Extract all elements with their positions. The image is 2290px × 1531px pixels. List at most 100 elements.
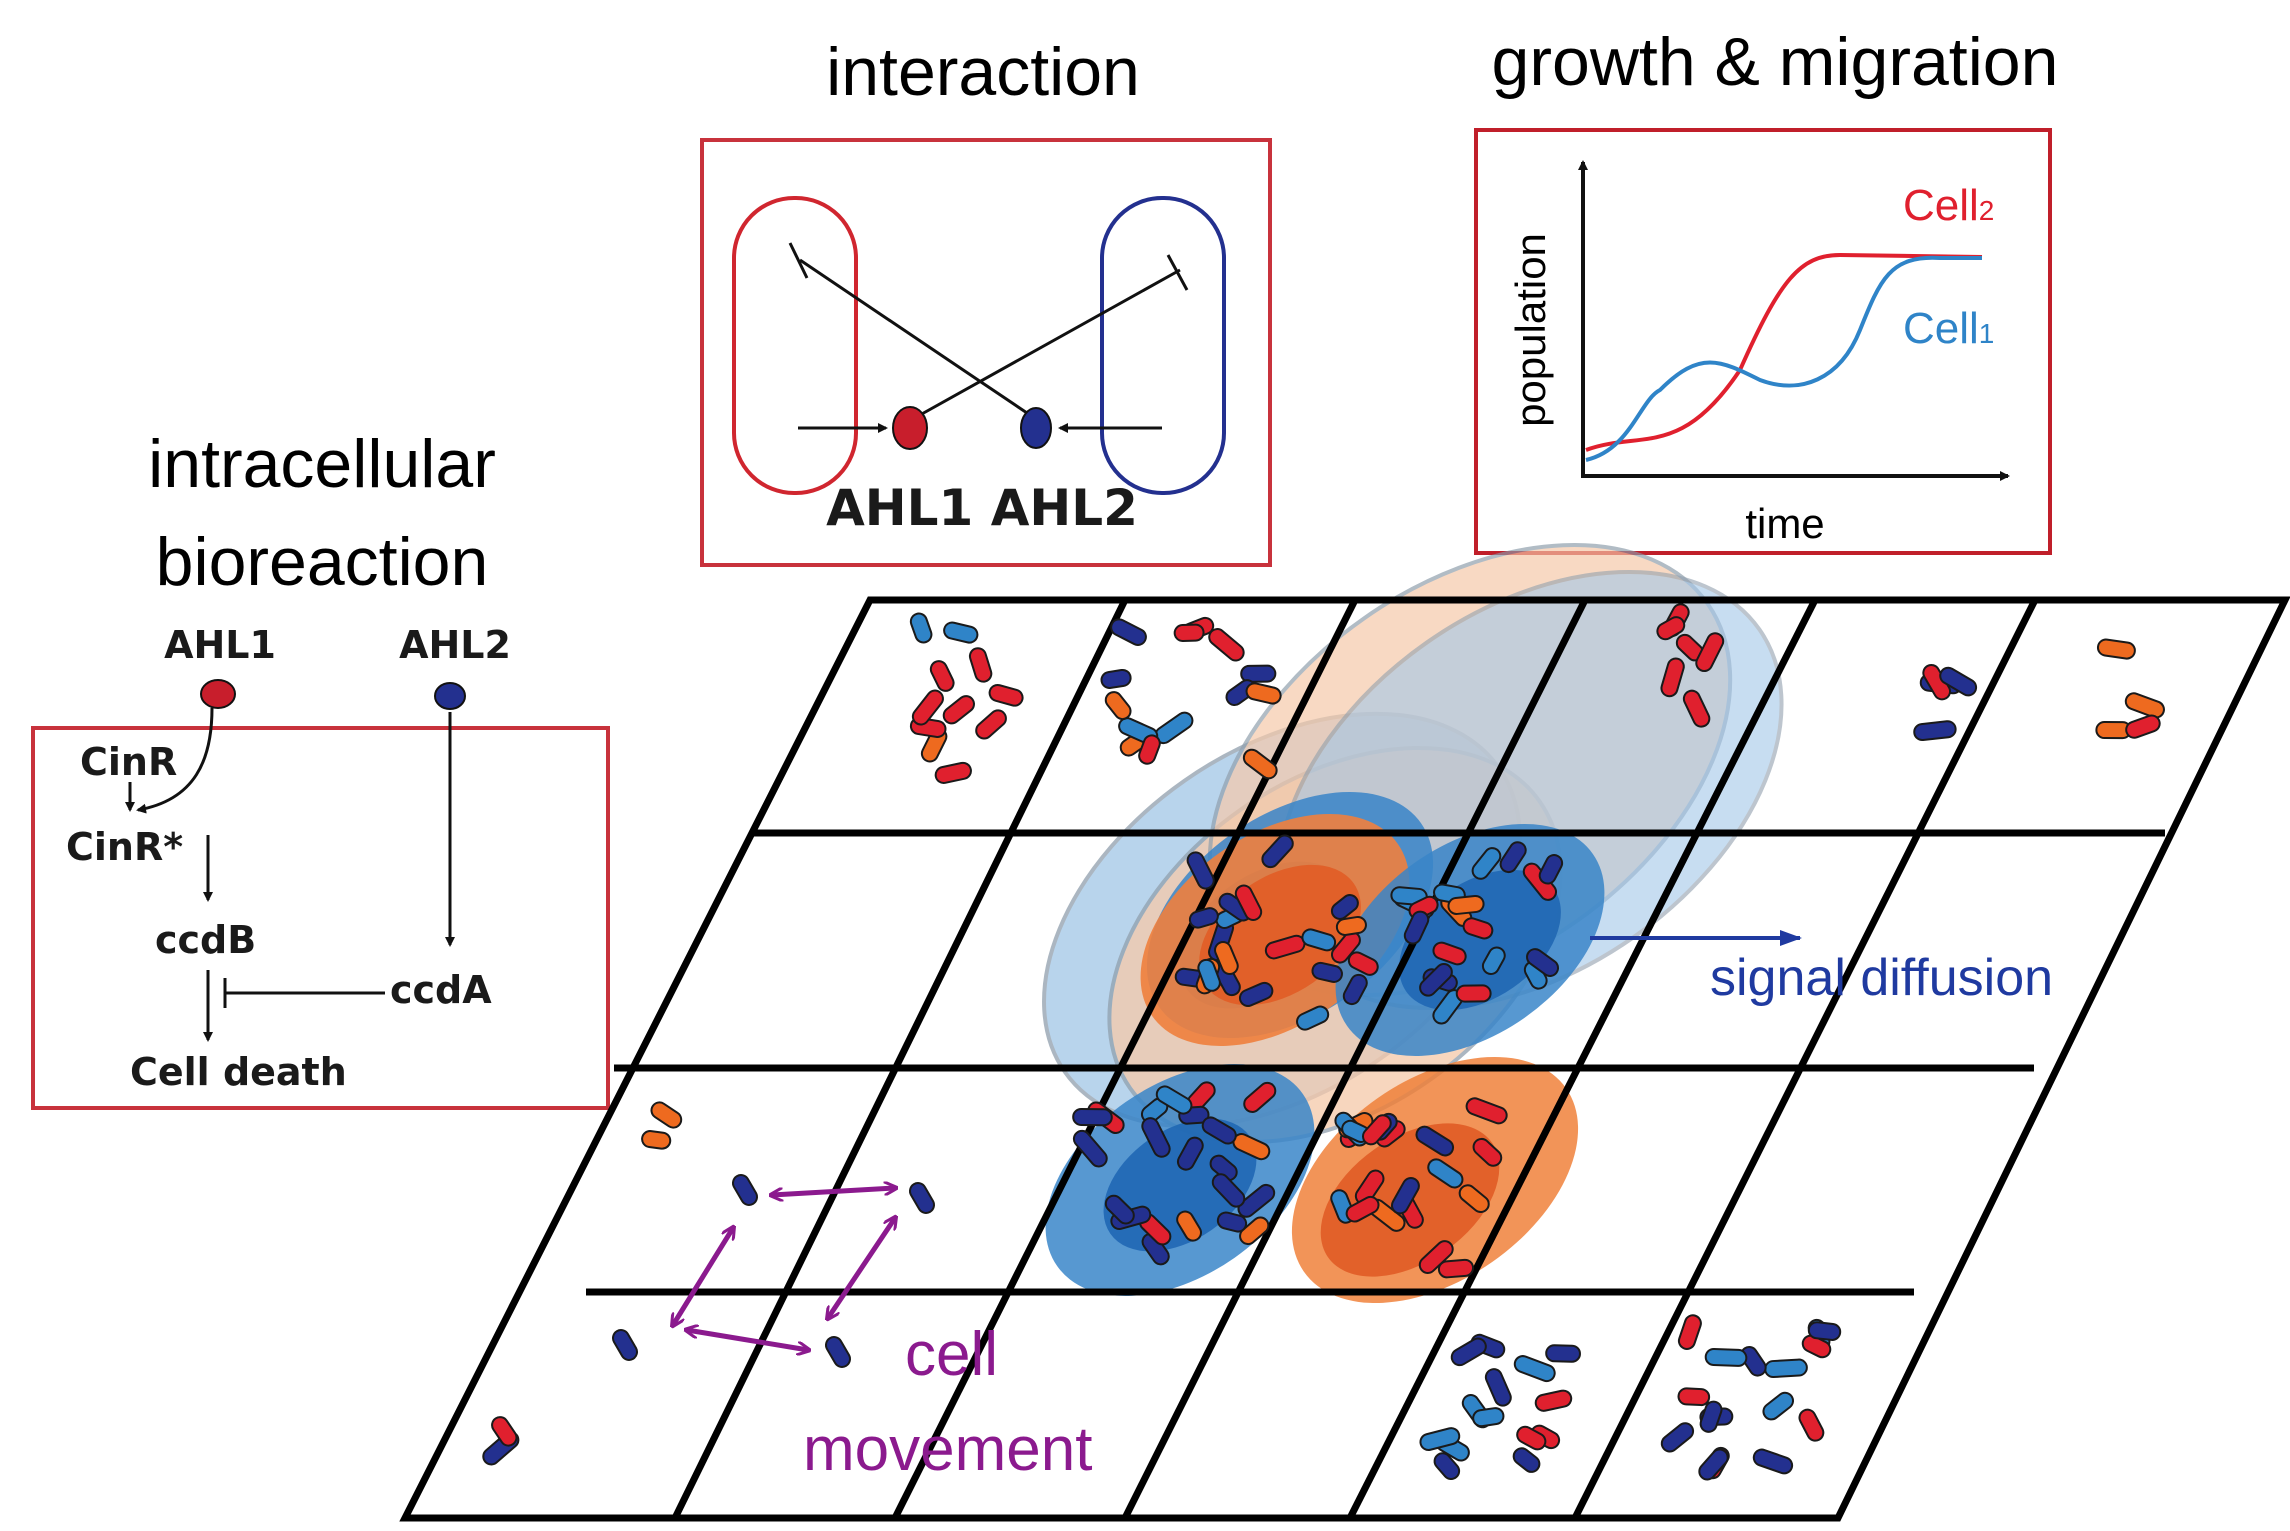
bacterium-cell bbox=[1516, 1425, 1547, 1451]
ccda-label: ccdA bbox=[390, 968, 492, 1012]
cell2-inhibition-bar bbox=[788, 242, 809, 279]
bacterium-cell bbox=[1447, 894, 1485, 915]
interaction-title: interaction bbox=[826, 34, 1140, 110]
pathway-ahl1-label: AHL1 bbox=[164, 623, 276, 667]
bacterium-cell bbox=[1110, 618, 1147, 646]
interaction-panel: AHL1 AHL2 bbox=[700, 138, 1272, 567]
bacterium-cell bbox=[1390, 1176, 1420, 1215]
bacterium-cell bbox=[1462, 917, 1494, 940]
intracellular-title-line2: bioreaction bbox=[156, 524, 489, 600]
cell1-inhibition-line bbox=[919, 268, 1181, 417]
bacterium-cell bbox=[1660, 657, 1685, 698]
cell-movement-label-line2: movement bbox=[803, 1415, 1092, 1484]
growth-frame bbox=[1474, 128, 2052, 555]
bacterium-cell bbox=[1465, 1097, 1508, 1125]
bacterium-cell bbox=[1538, 854, 1564, 885]
bacterium-cell bbox=[1798, 1408, 1825, 1442]
y-axis-label: population bbox=[1507, 233, 1554, 427]
bacterium-cell bbox=[2125, 714, 2161, 739]
bacterium-cell bbox=[491, 1416, 518, 1447]
bacterium-cell bbox=[1100, 668, 1132, 689]
bacterium-cell bbox=[1699, 1400, 1723, 1433]
pathway-panel: AHL1 AHL2 CinR CinR* ccdB ccdA Cell deat… bbox=[31, 623, 610, 1110]
bacterium-cell bbox=[1698, 1448, 1729, 1481]
pathway-frame bbox=[31, 726, 610, 1110]
bacterium-cell bbox=[1939, 666, 1978, 697]
bacterium-cell bbox=[1197, 958, 1221, 992]
bacterium-cell bbox=[1433, 1452, 1461, 1481]
bacterium-cell bbox=[1237, 1183, 1276, 1218]
bacterium-cell bbox=[1660, 1422, 1695, 1453]
bacterium-cell bbox=[909, 1182, 935, 1214]
spatial-grid: signal diffusion cell movement bbox=[399, 542, 2290, 1522]
bacterium-cell bbox=[1311, 961, 1343, 983]
bacterium-cell bbox=[2096, 638, 2136, 660]
bacterium-cell bbox=[1545, 1344, 1581, 1363]
bacterium-cell bbox=[929, 660, 955, 692]
bacterium-cell bbox=[1345, 1195, 1380, 1223]
cell-movement-arrows bbox=[673, 1188, 895, 1350]
bacterium-cell bbox=[1472, 1137, 1503, 1167]
bacterium-cell bbox=[1141, 1117, 1171, 1158]
grid-col-line-4 bbox=[1346, 598, 1819, 1520]
movement-arrow-bottom bbox=[687, 1330, 808, 1350]
bacterium-cell bbox=[1211, 1173, 1246, 1208]
grid-col-line-3 bbox=[1121, 598, 1589, 1520]
bacterium-cell bbox=[1173, 623, 1205, 643]
cinr-star-label: CinR* bbox=[66, 825, 183, 869]
bacterium-cell bbox=[909, 612, 933, 644]
bacterium-cell bbox=[1301, 928, 1337, 952]
bacterium-cell bbox=[1238, 981, 1274, 1007]
bacterium-cell bbox=[1764, 1358, 1808, 1379]
bacterium-cell bbox=[1415, 1125, 1455, 1157]
cell2-legend-label: Cell2 bbox=[1903, 181, 1994, 230]
growth-plot-panel: population time Cell2 Cell1 bbox=[1474, 128, 2052, 555]
interaction-ahl1-molecule bbox=[892, 406, 928, 450]
bacterium-cell bbox=[943, 621, 979, 644]
ahl1-molecule bbox=[200, 679, 236, 709]
cell1-legend-label: Cell1 bbox=[1903, 304, 1994, 353]
cell1-capsule bbox=[1100, 196, 1226, 495]
bacterium-cell bbox=[1176, 1210, 1202, 1242]
bacterium-cell bbox=[1330, 894, 1359, 920]
growth-migration-title: growth & migration bbox=[1492, 24, 2059, 100]
bacterium-cell bbox=[942, 695, 975, 725]
bacterium-cell bbox=[2124, 692, 2165, 719]
bacterium-cell bbox=[1362, 1114, 1392, 1146]
bacterium-cell bbox=[1239, 1216, 1270, 1246]
bacterium-cell bbox=[1240, 664, 1277, 683]
bacterium-cell bbox=[1481, 946, 1506, 975]
bacterium-cell bbox=[1484, 1368, 1512, 1407]
bacterium-cell bbox=[1342, 973, 1368, 1006]
bacterium-cell bbox=[612, 1329, 638, 1361]
ahl2-molecule bbox=[434, 682, 466, 710]
bacterium-cell bbox=[1499, 841, 1527, 874]
bacterium-cell bbox=[975, 709, 1007, 740]
bacterium-cell bbox=[1104, 1194, 1135, 1225]
bacterium-cell bbox=[1419, 962, 1453, 997]
movement-arrow-right bbox=[828, 1218, 895, 1318]
cell1-inhibition-bar bbox=[1166, 254, 1189, 291]
bacterium-cell bbox=[1188, 907, 1219, 929]
pathway-ahl2-label: AHL2 bbox=[399, 623, 511, 667]
bacterium-cell bbox=[1104, 691, 1132, 721]
ccdb-label: ccdB bbox=[155, 918, 256, 962]
cell-movement-label-line1: cell bbox=[905, 1320, 998, 1389]
ahl1-binding-arrow bbox=[136, 707, 214, 814]
bacterium-cell bbox=[1656, 616, 1686, 641]
bacterium-cell bbox=[1296, 1005, 1330, 1031]
bacterium-cell bbox=[1214, 941, 1239, 976]
bacterium-cell bbox=[911, 689, 944, 726]
bacterium-cell bbox=[1471, 847, 1502, 880]
bacterium-cell bbox=[1186, 851, 1215, 890]
cell2-inhibition-line bbox=[799, 258, 1031, 417]
bacteria-cells bbox=[482, 603, 2165, 1481]
bacterium-cell bbox=[1261, 834, 1294, 869]
bacterium-cell bbox=[1418, 1240, 1454, 1274]
bacterium-cell bbox=[1704, 1348, 1748, 1367]
bacterium-cell bbox=[1682, 689, 1711, 728]
interaction-ahl2-molecule bbox=[1020, 407, 1052, 449]
bacterium-cell bbox=[1201, 1116, 1237, 1145]
bacterium-cell bbox=[988, 683, 1024, 707]
bacterium-cell bbox=[1427, 1158, 1464, 1189]
